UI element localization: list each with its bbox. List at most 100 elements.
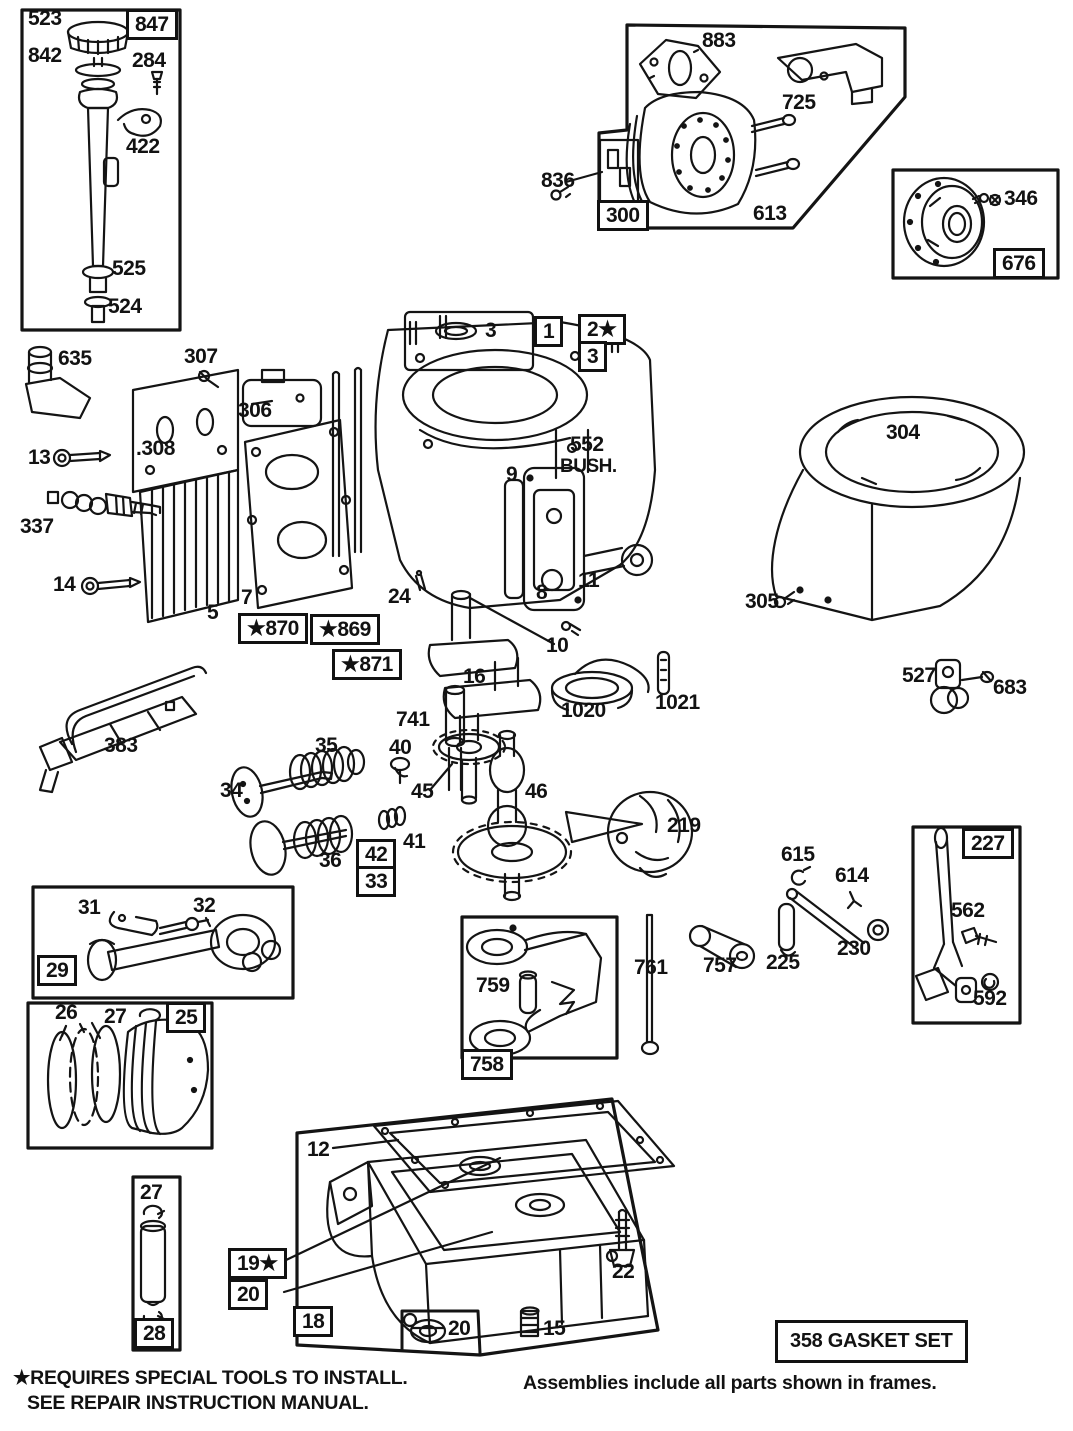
- ring-clip-27-icon: [138, 1008, 161, 1022]
- part-label-552: 552: [570, 433, 604, 456]
- part-label-761: 761: [634, 956, 668, 979]
- assembly-tag-1: 1: [534, 316, 564, 347]
- screw-305: [773, 590, 796, 609]
- blower-housing-304: [770, 395, 1026, 622]
- frame-piston-assembly: [26, 1001, 214, 1150]
- assembly-tag-42: 42: [356, 839, 397, 870]
- pivot-pin-759: [518, 970, 538, 1015]
- part-label-759: 759: [476, 974, 510, 997]
- valve-spring-36: [292, 814, 354, 860]
- part-label-592: 592: [973, 987, 1007, 1010]
- part-label-12: 12: [307, 1138, 330, 1161]
- frame-piston-pin-assembly: [131, 1175, 182, 1352]
- rocker-bracket-assembly: [465, 924, 603, 1057]
- bracket-clip: [550, 980, 576, 1016]
- bolt-13: [52, 448, 112, 468]
- frame-dipstick-assembly: [20, 8, 182, 332]
- head-gasket-7: [243, 418, 354, 610]
- connecting-rod: [86, 913, 282, 982]
- part-label-1020: 1020: [561, 699, 606, 722]
- pulley-screws-346: [971, 192, 1002, 207]
- part-label-45: 45: [411, 780, 434, 803]
- piston-pin: [139, 1219, 167, 1307]
- part-label-14: 14: [53, 573, 76, 596]
- part-label-40: 40: [389, 736, 412, 759]
- footnote-special-tools: ★REQUIRES SPECIAL TOOLS TO INSTALL.: [13, 1367, 408, 1389]
- oil-plug-15: [519, 1306, 540, 1338]
- part-label-524: 524: [108, 295, 142, 318]
- part-label-22: 22: [612, 1260, 635, 1283]
- valve-spring-35: [288, 745, 366, 791]
- frame-pulley-assembly: [891, 168, 1060, 280]
- part-label-725: 725: [782, 91, 816, 114]
- governor-crank-lever: [914, 826, 978, 1004]
- part-label-20-drain: 20: [448, 1317, 471, 1340]
- part-label-305: 305: [745, 590, 779, 613]
- assembly-tag-2: 2★: [578, 314, 626, 345]
- governor-rod-761: [640, 913, 660, 1056]
- part-label-562: 562: [951, 899, 985, 922]
- clip-614: [846, 890, 863, 910]
- part-label-27: 27: [104, 1005, 127, 1028]
- dipstick-clamp-422: [116, 108, 162, 137]
- assembly-tag-758: 758: [461, 1049, 513, 1080]
- part-label-8: 8: [536, 581, 548, 604]
- pin-1021: [656, 650, 671, 696]
- sump-bolt-22: [608, 1208, 636, 1268]
- valve-cap-40: [389, 756, 411, 785]
- part-label-615: 615: [781, 843, 815, 866]
- part-label-11: 11: [578, 569, 600, 592]
- part-label-741: 741: [396, 708, 430, 731]
- intake-valve-34: [230, 766, 334, 818]
- part-label-842: 842: [28, 44, 62, 67]
- leader-line-10: [468, 596, 582, 646]
- part-label-337: 337: [20, 515, 54, 538]
- part-label-635: 635: [58, 347, 92, 370]
- part-label-552-bush: BUSH.: [560, 456, 617, 477]
- part-label-306: 306: [238, 399, 272, 422]
- screw-683: [960, 670, 995, 684]
- part-label-15: 15: [543, 1317, 566, 1340]
- assembly-tag-18: 18: [293, 1306, 334, 1337]
- screw-562: [960, 926, 998, 947]
- muffler-screws-613: [750, 113, 801, 178]
- part-label-9: 9: [506, 463, 518, 486]
- gasket-set-box: 358 GASKET SET: [775, 1320, 968, 1363]
- part-label-10: 10: [546, 634, 569, 657]
- assembly-tag-19: 19★: [228, 1248, 287, 1279]
- assembly-tag-25: 25: [166, 1002, 207, 1033]
- part-label-13: 13: [28, 446, 51, 469]
- oil-sump-pan: [282, 1138, 650, 1345]
- assembly-tag-29: 29: [37, 955, 78, 986]
- part-label-32: 32: [193, 894, 216, 917]
- breather-tube-11: [582, 543, 654, 577]
- assembly-tag-871: ★871: [332, 649, 402, 680]
- frame-governor-crank-assembly: [911, 825, 1022, 1025]
- bracket-527: [929, 658, 970, 715]
- part-label-225: 225: [766, 951, 800, 974]
- assembly-tag-3: 3: [578, 341, 608, 372]
- starter-pulley-676: [902, 176, 986, 268]
- muffler-deflector-383: [38, 665, 208, 794]
- assembly-tag-847: 847: [126, 9, 178, 40]
- spark-plug-337: [46, 490, 162, 518]
- part-label-422: 422: [126, 135, 160, 158]
- footnote-repair-manual: SEE REPAIR INSTRUCTION MANUAL.: [27, 1392, 369, 1414]
- assembly-tag-227: 227: [962, 828, 1014, 859]
- part-label-346: 346: [1004, 187, 1038, 210]
- assembly-tag-300: 300: [597, 200, 649, 231]
- link-rod-225: [777, 887, 866, 957]
- part-label-383: 383: [104, 734, 138, 757]
- oil-seal-ring-1020: [550, 658, 650, 712]
- breather-valve-635: [24, 345, 92, 420]
- assembly-tag-676: 676: [993, 248, 1045, 279]
- washer-230: [866, 918, 890, 942]
- pin-clip-top: [142, 1204, 166, 1220]
- part-label-614: 614: [835, 864, 869, 887]
- part-label-307: 307: [184, 345, 218, 368]
- part-label-230: 230: [837, 937, 871, 960]
- clip-615: [790, 865, 812, 886]
- part-label-284: 284: [132, 49, 166, 72]
- part-label-308: .308: [136, 437, 175, 460]
- part-label-525: 525: [112, 257, 146, 280]
